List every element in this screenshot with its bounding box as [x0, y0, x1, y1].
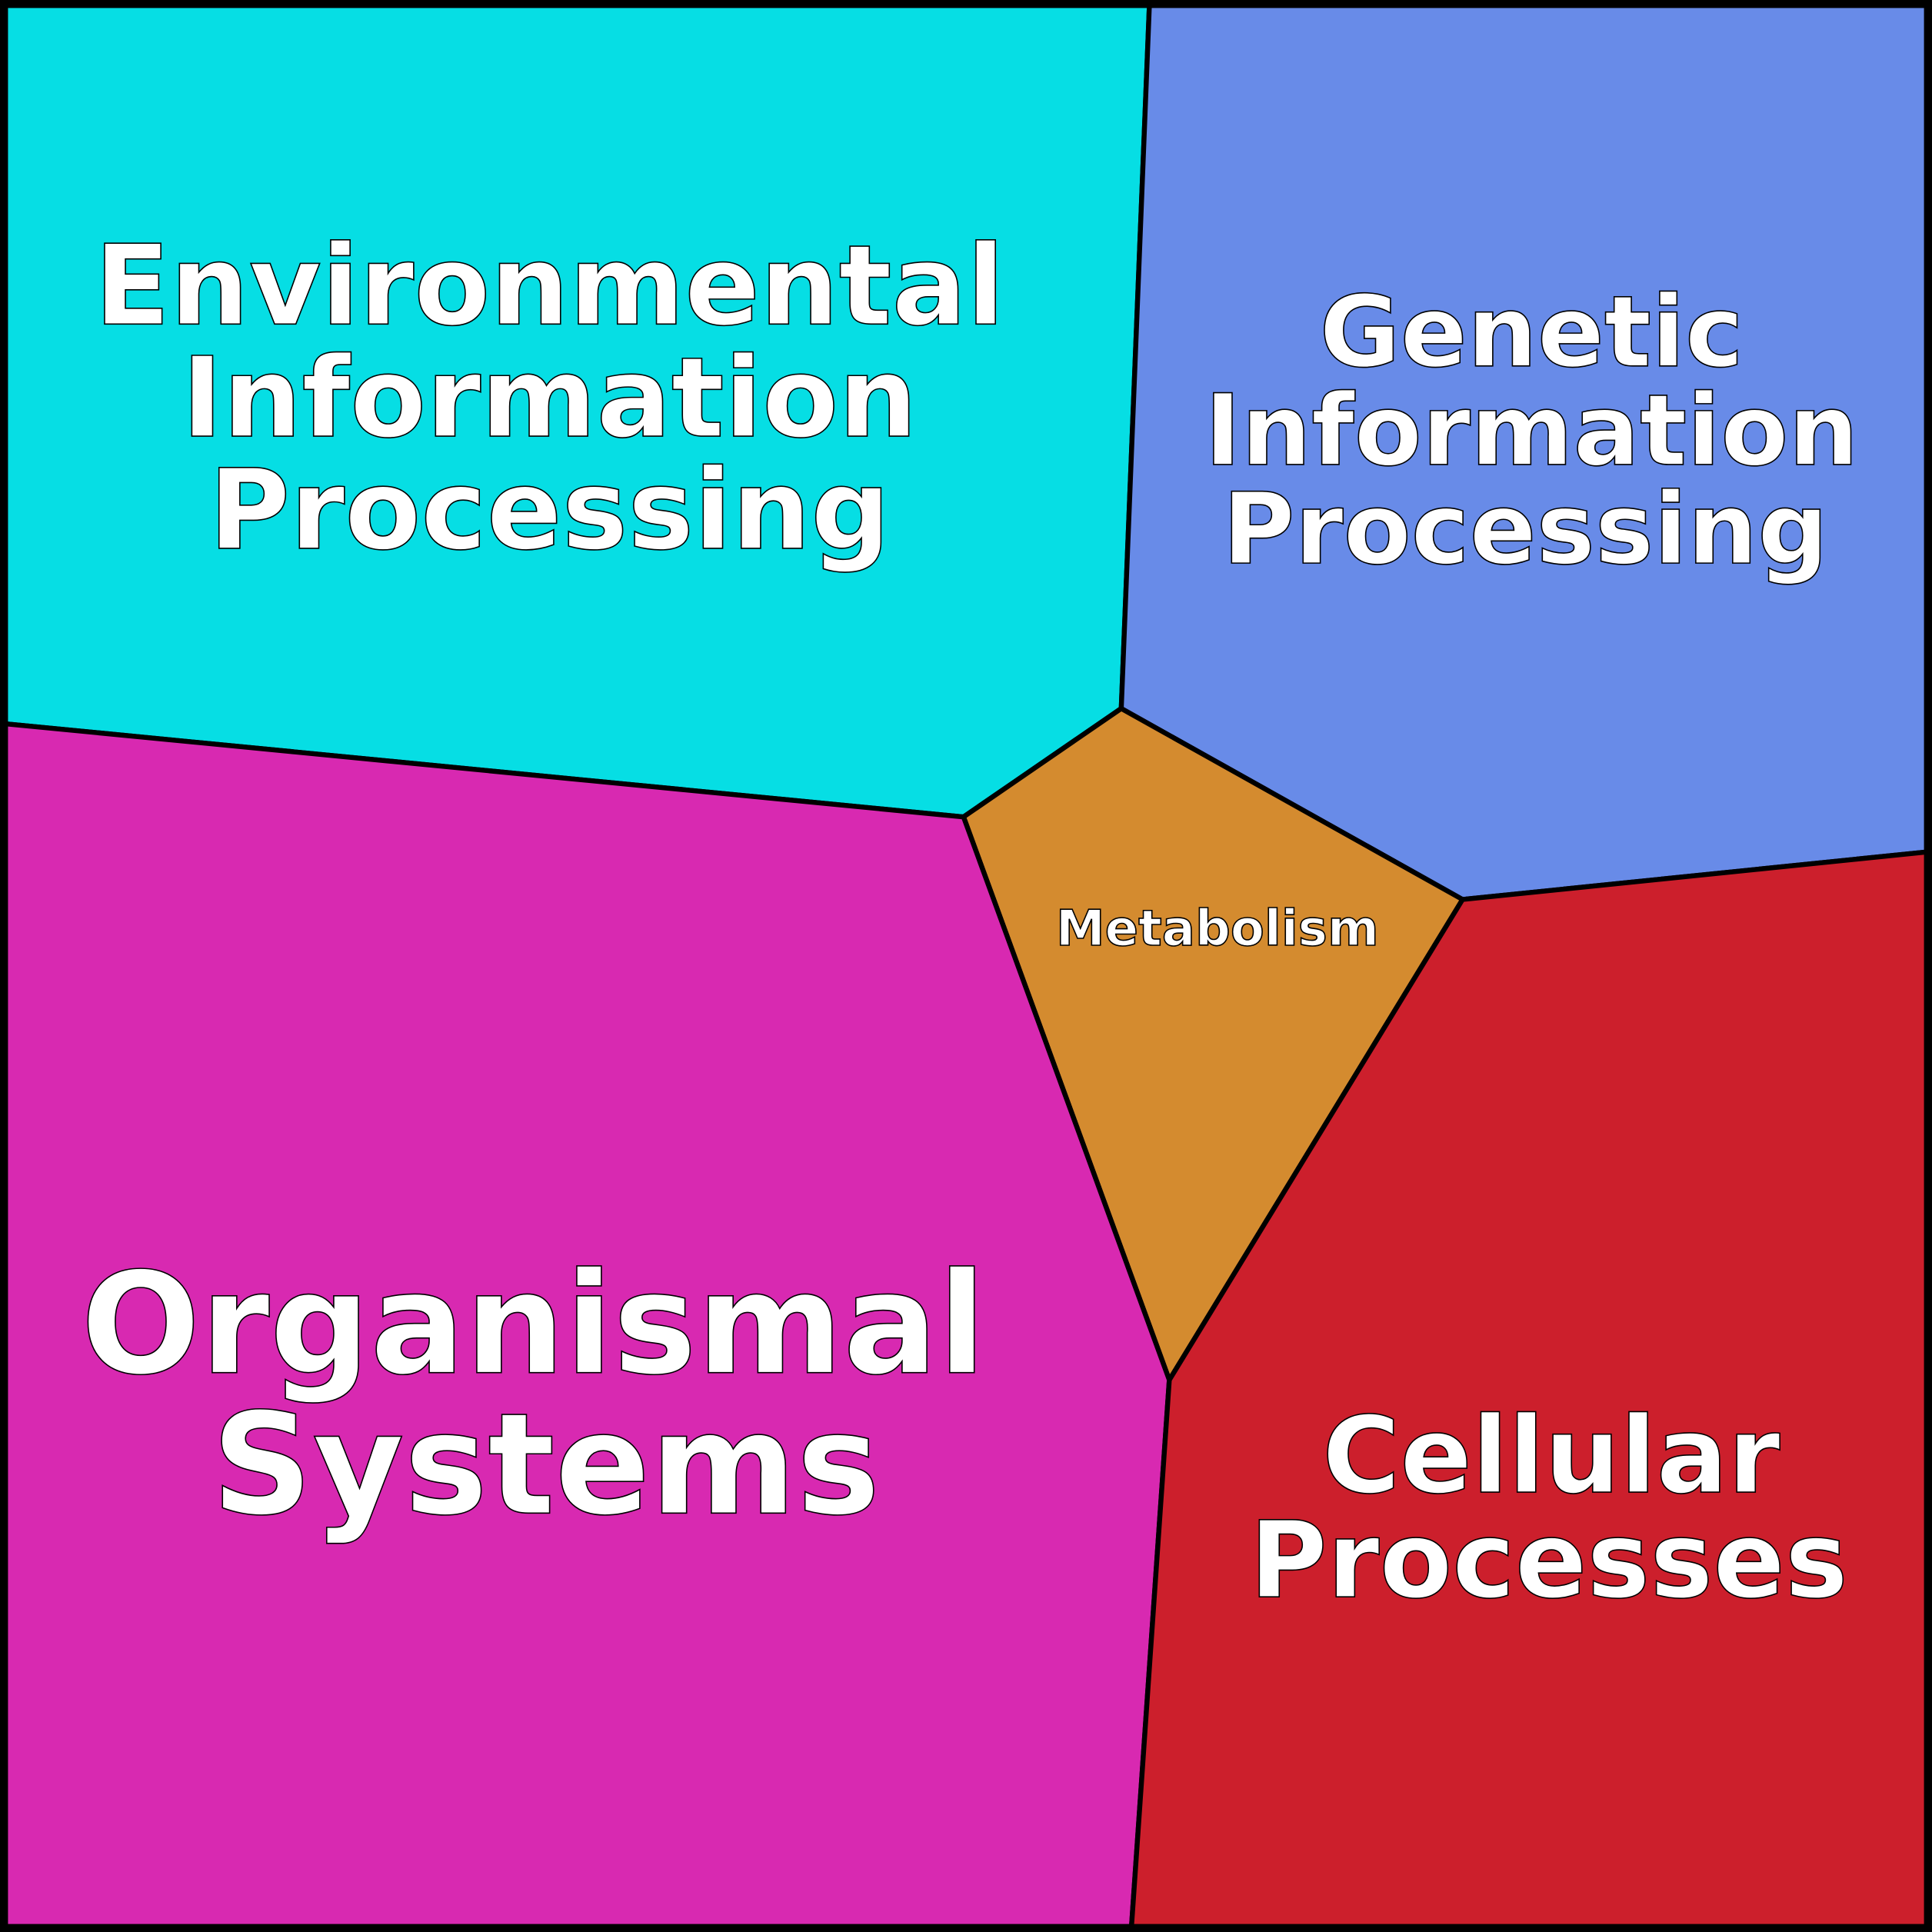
label-line: Processing	[209, 446, 891, 575]
label-line: Metabolism	[1056, 901, 1379, 958]
label-line: Information	[1204, 374, 1858, 488]
label-metabolism: Metabolism	[1055, 900, 1379, 958]
label-line: Processes	[1250, 1499, 1848, 1622]
region-cellular-processes[interactable]	[1128, 848, 1932, 1932]
label-organismal: Organismal Systems	[81, 1242, 987, 1547]
label-line: Information	[182, 334, 918, 463]
label-line: Environmental	[95, 222, 1005, 351]
label-environmental: Environmental Information Processing	[94, 222, 1005, 576]
label-line: Genetic	[1320, 275, 1744, 390]
label-line: Processing	[1223, 472, 1829, 587]
label-genetic: Genetic Information Processing	[1204, 275, 1859, 588]
label-line: Cellular	[1322, 1394, 1780, 1517]
label-line: Systems	[212, 1383, 880, 1547]
label-cellular: Cellular Processes	[1249, 1394, 1849, 1623]
label-line: Organismal	[81, 1243, 986, 1407]
